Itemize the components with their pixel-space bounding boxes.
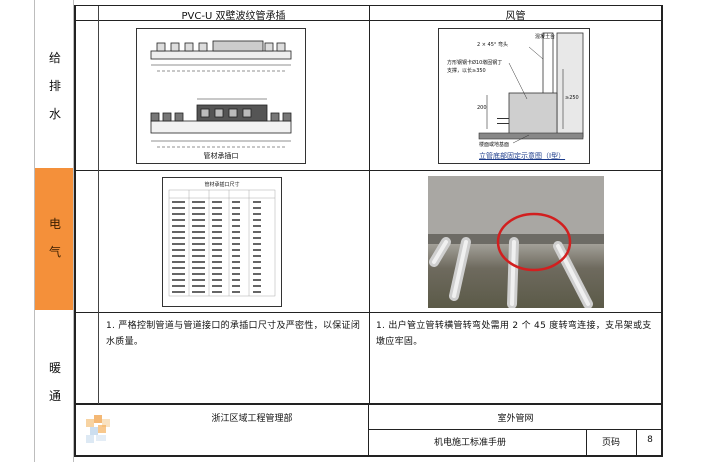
note-duct-elbow: 1. 出户管立管转横管转弯处需用 2 个 45 度转弯连接，支吊架或支墩应牢固。 xyxy=(376,321,652,347)
sidebar-label-hvac-2: 通 xyxy=(48,389,61,403)
duct-riser-svg xyxy=(478,32,584,144)
footer-divider-page xyxy=(586,429,587,455)
footer-divider-main xyxy=(368,405,369,455)
content-frame: PVC-U 双壁波纹管承插 风管 xyxy=(74,5,663,405)
footer-divider-row xyxy=(368,429,661,430)
sidebar-section-electrical: 电 气 xyxy=(34,168,74,310)
footer-company: 浙江区域工程管理部 xyxy=(211,414,293,424)
logo-icon xyxy=(86,415,110,443)
sidebar-section-plumbing: 给 排 水 xyxy=(34,0,74,168)
column-divider xyxy=(369,6,370,404)
row-divider-title xyxy=(76,20,661,21)
pipe-outlet-photo-svg xyxy=(428,176,604,309)
sidebar-label-plumbing-2: 排 xyxy=(48,79,61,93)
pipe-outlet-photo xyxy=(428,176,604,309)
duct-diagram-caption: 立管底部固定示意图（Ⅰ型） xyxy=(479,152,566,160)
footer-page-label: 页码 xyxy=(601,438,620,448)
note-pipe-socket: 1. 严格控制管道与管道接口的承插口尺寸及严密性，以保证闭水质量。 xyxy=(106,321,361,347)
company-logo xyxy=(82,409,122,449)
duct-label-floor: 楼面或地基面 xyxy=(479,142,510,148)
pipe-socket-drawing: 管材承插口 xyxy=(136,28,306,164)
footer-page-number: 8 xyxy=(647,435,653,445)
duct-label-anchor: 方形钢钢卡Ø10墩固钢丁 xyxy=(447,60,503,66)
sidebar-label-electrical-2: 气 xyxy=(48,245,61,259)
sidebar-label-hvac-1: 暖 xyxy=(48,361,61,375)
footer-manual-title: 机电施工标准手册 xyxy=(433,438,506,448)
sidebar-section-hvac: 暖 通 xyxy=(34,310,74,462)
row-divider-1 xyxy=(76,170,661,171)
row-divider-2 xyxy=(76,312,661,313)
duct-label-base: 混凝土台 xyxy=(535,34,556,40)
inner-left-border xyxy=(98,6,99,404)
duct-dim-right: ≥250 xyxy=(565,95,579,101)
duct-label-anchor-2: 支撑，以长≥350 xyxy=(447,68,486,74)
sidebar-label-electrical-1: 电 xyxy=(48,217,61,231)
title-duct: 风管 xyxy=(505,11,526,22)
sidebar-label-plumbing-1: 给 xyxy=(48,51,61,65)
socket-table-grid xyxy=(168,189,276,297)
duct-dim-left: 200 xyxy=(477,105,487,111)
duct-label-elbow: 2 × 45° 弯头 xyxy=(477,42,509,48)
socket-dimension-table: 管材承插口尺寸 xyxy=(162,177,282,307)
socket-table-title: 管材承插口尺寸 xyxy=(204,182,240,188)
page-footer: 浙江区域工程管理部 室外管网 机电施工标准手册 页码 8 xyxy=(74,405,663,457)
footer-section: 室外管网 xyxy=(497,414,534,424)
duct-riser-drawing: 2 × 45° 弯头 混凝土台 方形钢钢卡Ø10墩固钢丁 支撑，以长≥350 2… xyxy=(438,28,590,164)
footer-divider-page-num xyxy=(636,429,637,455)
sidebar-label-plumbing-3: 水 xyxy=(48,107,61,121)
pipe-socket-caption: 管材承插口 xyxy=(203,152,239,160)
pipe-socket-svg xyxy=(150,40,292,148)
title-pipe-socket: PVC-U 双壁波纹管承插 xyxy=(181,11,286,22)
